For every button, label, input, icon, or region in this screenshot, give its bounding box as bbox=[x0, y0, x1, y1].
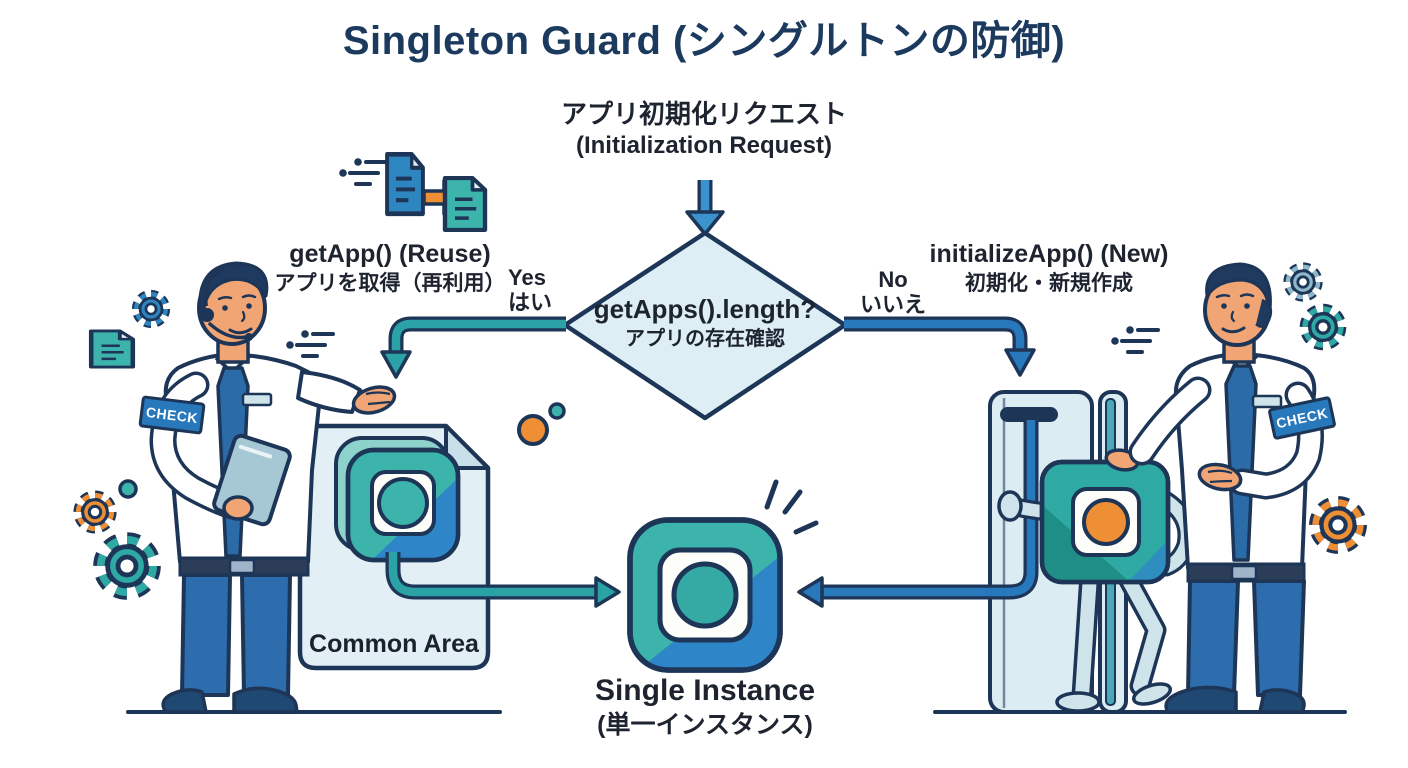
decision-jp: アプリの存在確認 bbox=[625, 327, 785, 350]
common-area-box bbox=[297, 423, 491, 671]
yes-answer-en: Yes bbox=[508, 265, 546, 290]
teal-dot-icon bbox=[548, 402, 566, 420]
headset-icon bbox=[200, 266, 253, 341]
yes-branch-code: getApp() (Reuse) bbox=[289, 240, 491, 268]
guard-left-head bbox=[197, 261, 269, 364]
sparkle-icon bbox=[764, 479, 819, 535]
single-instance-en: Single Instance bbox=[594, 674, 816, 707]
single-instance-icon bbox=[627, 479, 819, 673]
decision-diamond bbox=[562, 230, 848, 421]
open-hand bbox=[351, 385, 397, 415]
single-instance-jp: (単一インスタンス) bbox=[597, 710, 813, 739]
no-answer-label: No いいえ bbox=[850, 267, 936, 318]
copy-documents-icon bbox=[387, 154, 423, 213]
new-instance-arrow bbox=[797, 420, 1039, 608]
no-answer-en: No bbox=[878, 267, 908, 292]
shoe bbox=[1164, 685, 1238, 714]
init-request-en: (Initialization Request) bbox=[575, 131, 832, 159]
yes-answer-label: Yes はい bbox=[508, 265, 578, 316]
shoe bbox=[161, 688, 208, 714]
yes-branch-jp: アプリを取得（再利用） bbox=[274, 271, 506, 295]
name-tag bbox=[1251, 394, 1283, 409]
init-request-label: アプリ初期化リクエスト (Initialization Request) bbox=[504, 99, 904, 159]
decision-code: getApps().length? bbox=[593, 294, 817, 324]
init-request-jp: アプリ初期化リクエスト bbox=[560, 99, 847, 129]
yes-arrow bbox=[380, 316, 566, 379]
tie bbox=[1224, 364, 1258, 562]
yes-branch-label: getApp() (Reuse) アプリを取得（再利用） bbox=[258, 240, 522, 296]
guard-right-head bbox=[1203, 262, 1273, 364]
no-branch-label: initializeApp() (New) 初期化・新規作成 bbox=[916, 240, 1182, 296]
no-branch-code: initializeApp() (New) bbox=[929, 240, 1169, 268]
common-area-label: Common Area bbox=[309, 630, 479, 658]
orange-dot-icon bbox=[517, 414, 549, 446]
open-hand bbox=[1197, 462, 1243, 492]
copied-document-icon bbox=[445, 178, 485, 230]
name-tag bbox=[241, 392, 273, 407]
no-arrow bbox=[844, 316, 1036, 377]
no-branch-jp: 初期化・新規作成 bbox=[965, 271, 1133, 295]
hand bbox=[222, 495, 254, 521]
no-answer-jp: いいえ bbox=[859, 292, 926, 318]
new-app-figure bbox=[997, 448, 1197, 713]
decision-label: getApps().length? アプリの存在確認 bbox=[565, 294, 845, 351]
reuse-arrow bbox=[385, 552, 621, 608]
init-request-arrow bbox=[685, 180, 725, 236]
single-instance-label: Single Instance (単一インスタンス) bbox=[545, 674, 865, 739]
app-body-icon bbox=[1039, 459, 1171, 585]
cached-app-icon bbox=[334, 436, 461, 563]
note-document-icon bbox=[91, 331, 133, 367]
yes-answer-jp: はい bbox=[508, 290, 553, 316]
diagram-title: Singleton Guard (シングルトンの防御) bbox=[342, 19, 1066, 63]
dot-icon bbox=[118, 479, 138, 499]
shoe bbox=[232, 686, 299, 714]
hand-on-pole bbox=[997, 490, 1023, 522]
shoe bbox=[1258, 688, 1306, 714]
